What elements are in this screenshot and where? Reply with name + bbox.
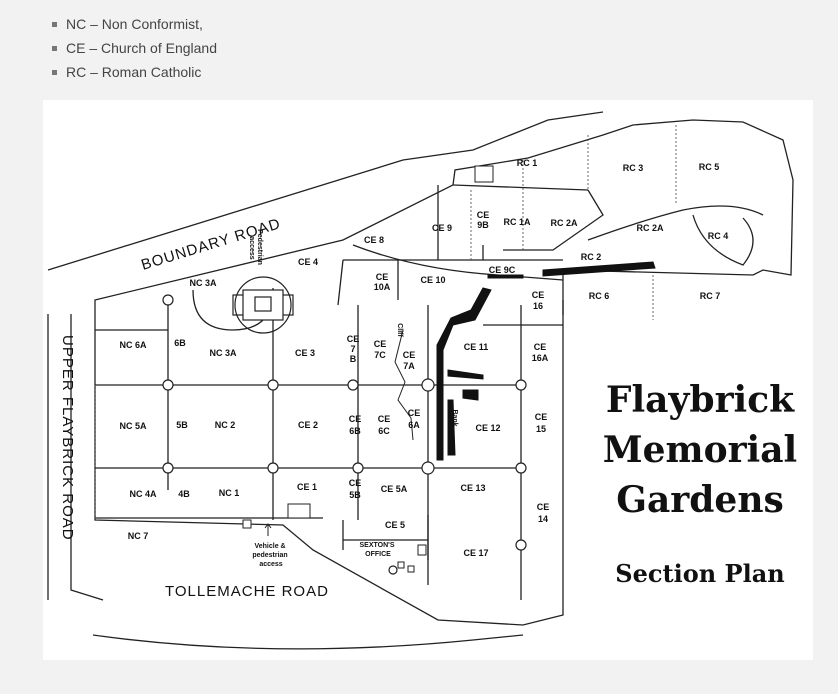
tollemache-road-label: TOLLEMACHE ROAD bbox=[165, 583, 329, 600]
section-ce11: CE 11 bbox=[464, 342, 489, 352]
section-ce4: CE 4 bbox=[298, 257, 318, 267]
section-5b: 5B bbox=[176, 420, 188, 430]
section-nc6a: NC 6A bbox=[119, 340, 147, 350]
chapel-building bbox=[232, 276, 294, 334]
section-ce17: CE 17 bbox=[463, 548, 488, 558]
upper-flaybrick-road-label: UPPER FLAYBRICK ROAD bbox=[59, 335, 76, 541]
section-ce1: CE 1 bbox=[297, 482, 317, 492]
bank-rc2 bbox=[542, 261, 656, 277]
legend-item-nc: NC – Non Conformist, bbox=[52, 12, 217, 36]
section-nc3a-top: NC 3A bbox=[189, 278, 217, 288]
section-rc5: RC 5 bbox=[699, 162, 720, 172]
sextons-office-label: SEXTON'S OFFICE bbox=[360, 542, 397, 558]
section-nc4a: NC 4A bbox=[129, 489, 157, 499]
map-subtitle: Section Plan bbox=[615, 559, 784, 588]
section-plan-map: BOUNDARY ROAD UPPER FLAYBRICK ROAD TOLLE… bbox=[43, 100, 813, 660]
legend-item-rc: RC – Roman Catholic bbox=[52, 60, 217, 84]
section-rc2a-b: RC 2A bbox=[636, 223, 664, 233]
section-nc3a: NC 3A bbox=[209, 348, 237, 358]
pedestrian-access-label: Pedestrian access bbox=[248, 229, 263, 267]
section-ce9: CE 9 bbox=[432, 223, 452, 233]
section-4b: 4B bbox=[178, 489, 190, 499]
section-rc1a: RC 1A bbox=[503, 217, 531, 227]
section-ce3: CE 3 bbox=[295, 348, 315, 358]
road-curb bbox=[70, 314, 104, 601]
vehicle-access-arrow bbox=[264, 523, 272, 536]
section-ce8: CE 8 bbox=[364, 235, 384, 245]
legend-list: NC – Non Conformist, CE – Church of Engl… bbox=[52, 12, 217, 84]
section-nc5a: NC 5A bbox=[119, 421, 147, 431]
section-nc1: NC 1 bbox=[219, 488, 240, 498]
map-title-line-2: Memorial bbox=[603, 429, 798, 471]
section-rc4: RC 4 bbox=[708, 231, 729, 241]
section-ce10: CE 10 bbox=[420, 275, 445, 285]
cemetery-boundary bbox=[94, 119, 794, 626]
section-rc7: RC 7 bbox=[700, 291, 721, 301]
section-rc1: RC 1 bbox=[517, 158, 538, 168]
section-ce12: CE 12 bbox=[475, 423, 500, 433]
cliff-line bbox=[394, 329, 414, 441]
section-6b: 6B bbox=[174, 338, 186, 348]
legend-item-ce: CE – Church of England bbox=[52, 36, 217, 60]
section-rc6: RC 6 bbox=[589, 291, 610, 301]
boundary-road-edge bbox=[47, 111, 604, 271]
bank-left bbox=[436, 287, 492, 461]
map-title-line-3: Gardens bbox=[616, 479, 784, 521]
section-nc7: NC 7 bbox=[128, 531, 149, 541]
section-labels: NC 3A NC 6A 6B NC 3A NC 5A 5B NC 2 NC 4A… bbox=[119, 158, 728, 558]
section-ce5: CE 5 bbox=[385, 520, 405, 530]
cliff-label: Cliff bbox=[396, 323, 403, 337]
tollemache-road-edge bbox=[92, 634, 524, 650]
section-ce9c: CE 9C bbox=[489, 265, 516, 275]
section-rc3: RC 3 bbox=[623, 163, 644, 173]
map-drawing: BOUNDARY ROAD UPPER FLAYBRICK ROAD TOLLE… bbox=[47, 111, 798, 650]
section-ce13: CE 13 bbox=[460, 483, 485, 493]
section-nc2: NC 2 bbox=[215, 420, 236, 430]
bank-label: Bank bbox=[451, 409, 458, 426]
section-rc2a: RC 2A bbox=[550, 218, 578, 228]
section-ce5a: CE 5A bbox=[381, 484, 408, 494]
map-title-line-1: Flaybrick bbox=[606, 379, 795, 421]
vehicle-access-label: Vehicle & pedestrian access bbox=[252, 543, 289, 568]
section-ce2: CE 2 bbox=[298, 420, 318, 430]
section-rc2: RC 2 bbox=[581, 252, 602, 262]
